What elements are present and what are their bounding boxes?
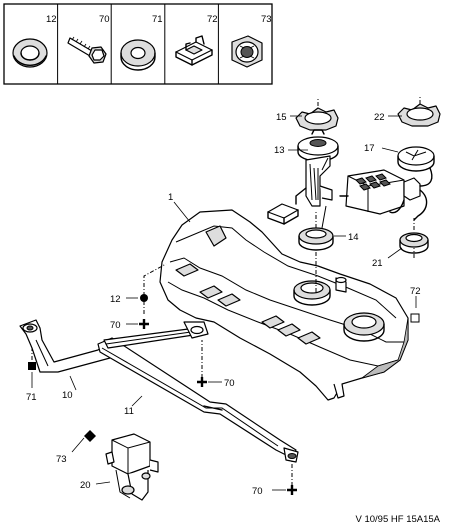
- callout-numbers: 1 10 11 12 13 14 15 17 20 21 22 70 70 70…: [26, 112, 421, 497]
- bolt-marker-icon: [139, 319, 149, 329]
- sensor-pad: [267, 203, 299, 225]
- callout-13: 13: [274, 145, 285, 156]
- nut-marker-icon: [84, 430, 96, 442]
- callout-1: 1: [168, 192, 173, 203]
- fastener-symbols: [28, 96, 421, 495]
- legend-number-12: 12: [46, 14, 57, 25]
- legend-number-73: 73: [261, 14, 272, 25]
- washer-icon: [120, 39, 156, 71]
- callout-11: 11: [124, 406, 134, 417]
- seal-21: [399, 232, 429, 254]
- strap-11: [97, 321, 299, 463]
- bolt-marker-icon: [197, 377, 207, 387]
- fuel-tank: [159, 209, 409, 401]
- fuel-relay-20: [105, 433, 159, 501]
- bolt-marker-icon: [287, 485, 297, 495]
- washer-marker-icon: [28, 362, 36, 370]
- gauge-unit-17: [339, 146, 435, 221]
- callout-20: 20: [80, 480, 91, 491]
- callout-21: 21: [372, 258, 383, 269]
- grommet-icon: [12, 38, 48, 68]
- clip-marker-icon: [410, 313, 420, 323]
- callout-22: 22: [374, 112, 385, 123]
- seal-14: [298, 227, 334, 251]
- callout-15: 15: [276, 112, 287, 123]
- fuel-pump-13: [295, 129, 339, 245]
- callout-73: 73: [56, 454, 67, 465]
- legend-number-72: 72: [207, 14, 218, 25]
- callout-71: 71: [26, 392, 37, 403]
- grommet-marker-icon: [140, 294, 148, 302]
- callout-72: 72: [410, 286, 421, 297]
- callout-70-b: 70: [224, 378, 235, 389]
- leader-lines: [31, 115, 417, 491]
- callout-17: 17: [364, 143, 375, 154]
- parts-legend: 12 70 71 72: [3, 3, 273, 85]
- clip-icon: [175, 35, 213, 66]
- lock-ring-15: [295, 107, 339, 131]
- nut-icon: [231, 35, 263, 68]
- bolt-icon: [67, 36, 107, 64]
- callout-70-a: 70: [110, 320, 121, 331]
- callout-70-c: 70: [252, 486, 263, 497]
- lock-ring-22: [397, 103, 441, 127]
- legend-number-70: 70: [99, 14, 110, 25]
- callout-12: 12: [110, 294, 121, 305]
- callout-14: 14: [348, 232, 359, 243]
- drawing-reference: V 10/95 HF 15A15A: [356, 514, 441, 525]
- legend-number-71: 71: [152, 14, 163, 25]
- callout-10: 10: [62, 390, 73, 401]
